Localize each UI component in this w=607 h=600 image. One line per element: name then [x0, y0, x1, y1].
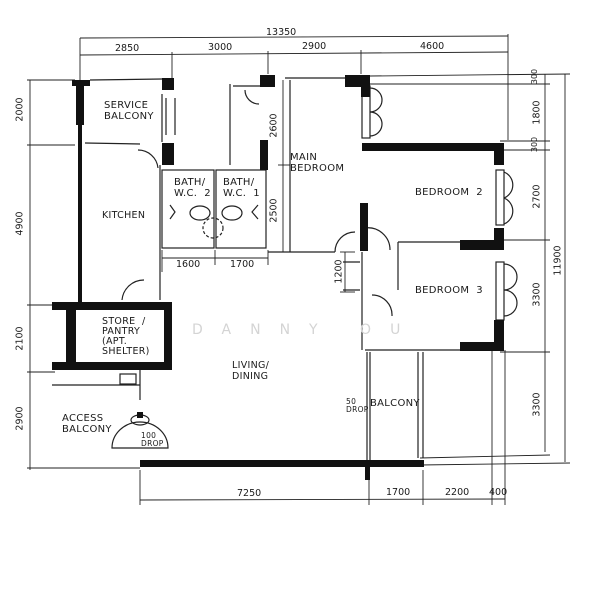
dim-right-4: 2700 [531, 184, 543, 209]
room-balcony: BALCONY [370, 398, 420, 409]
dim-left-3: 2100 [14, 326, 26, 351]
dim-right-3: 300 [530, 136, 540, 153]
dim-top-2: 3000 [208, 42, 233, 53]
dim-left-4: 2900 [14, 406, 26, 431]
dim-bottom-3: 2200 [445, 487, 470, 498]
dim-bath-1-width: 1700 [230, 259, 255, 270]
dim-main-bedroom-2: 2500 [268, 198, 280, 223]
dim-top-overall: 13350 [266, 27, 297, 38]
dim-top-3: 2900 [302, 41, 327, 52]
room-service-balcony: SERVICE BALCONY [104, 100, 154, 122]
dim-main-bedroom-1: 2600 [268, 113, 280, 138]
dim-right-5: 3300 [531, 282, 543, 307]
dim-bottom-1: 7250 [237, 488, 262, 499]
dim-left-2: 4900 [14, 211, 26, 236]
room-access-balcony: ACCESS BALCONY [62, 413, 112, 435]
drop-50-note: 50 DROP [346, 397, 369, 414]
dim-top-4: 4600 [420, 41, 445, 52]
dim-right-2: 1800 [531, 100, 543, 125]
room-bath-wc-2: BATH/ W.C. 2 [174, 177, 211, 199]
dim-corridor: 1200 [333, 259, 345, 284]
dim-bath-2-width: 1600 [176, 259, 201, 270]
room-store-pantry: STORE / PANTRY (APT. SHELTER) [102, 316, 150, 357]
dim-top-1: 2850 [115, 43, 140, 54]
drop-100-note: 100 DROP [141, 431, 164, 448]
room-living-dining: LIVING/ DINING [232, 360, 270, 382]
dim-bottom-4: 400 [489, 487, 508, 498]
interior-lines [52, 77, 518, 460]
room-kitchen: KITCHEN [102, 210, 146, 221]
room-main-bedroom: MAIN BEDROOM [290, 152, 345, 174]
room-bath-wc-1: BATH/ W.C. 1 [223, 177, 260, 199]
watermark: DANNY OU [192, 322, 420, 338]
dim-right-1: 300 [530, 68, 540, 85]
dimension-lines [27, 34, 571, 505]
dim-left-1: 2000 [14, 97, 26, 122]
room-bedroom-2: BEDROOM 2 [415, 187, 483, 198]
dim-bottom-2: 1700 [386, 487, 411, 498]
dim-right-6: 3300 [531, 392, 543, 417]
walls [52, 75, 504, 480]
dim-right-overall: 11900 [552, 245, 564, 276]
room-bedroom-3: BEDROOM 3 [415, 285, 483, 296]
